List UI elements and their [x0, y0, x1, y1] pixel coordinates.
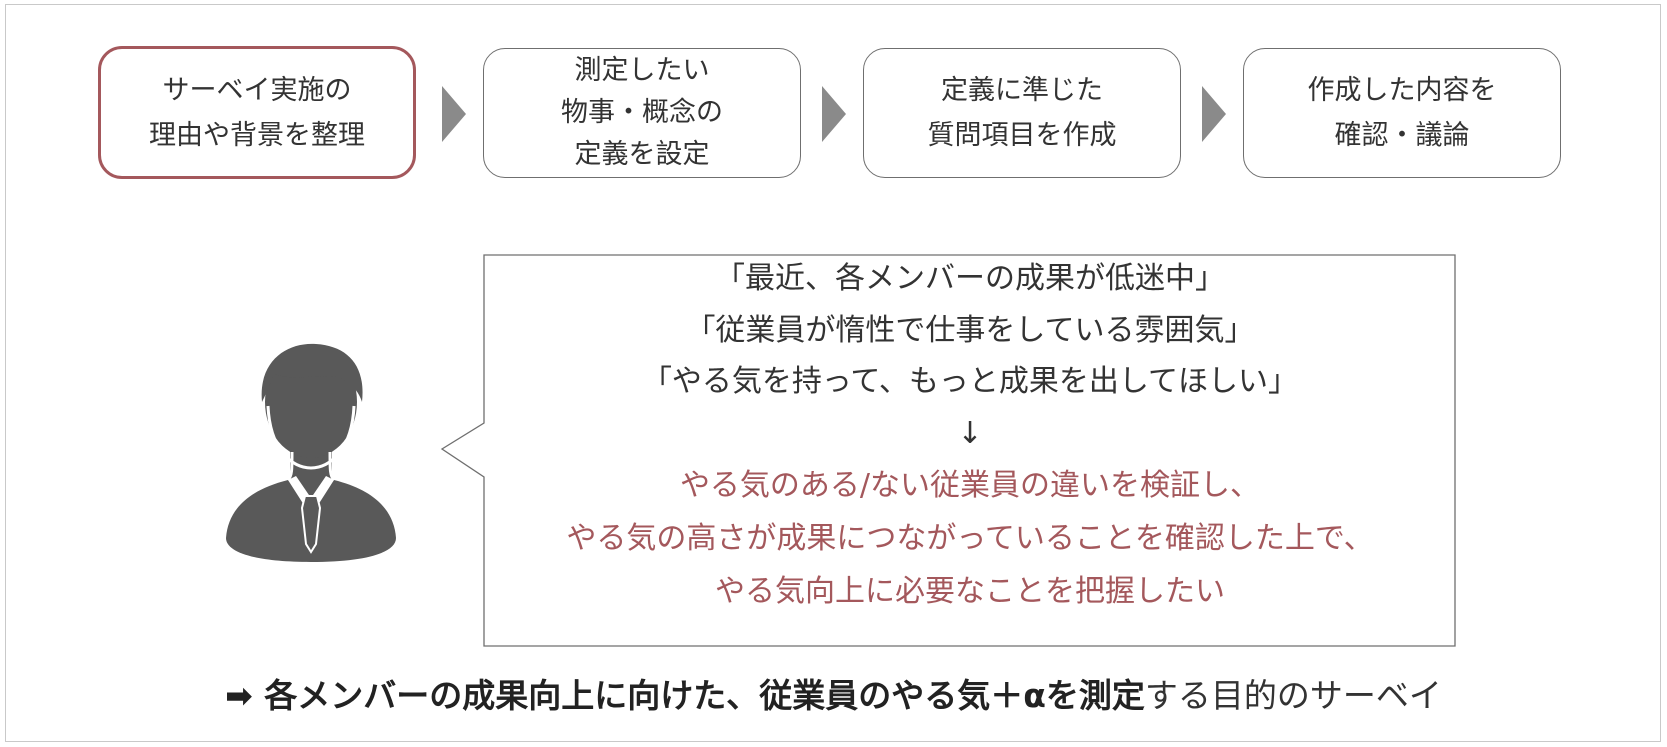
step-define-concept: 測定したい 物事・概念の 定義を設定 — [483, 48, 801, 178]
step-create-questions: 定義に準じた 質問項目を作成 — [863, 48, 1181, 178]
step-2-line-2: 物事・概念の — [561, 97, 723, 128]
triangle-right-icon — [822, 86, 846, 142]
step-1-line-1: サーベイ実施の — [162, 74, 352, 106]
businessman-silhouette-icon — [226, 343, 396, 562]
speech-bubble-content: 「最近、各メンバーの成果が低迷中」 「従業員が惰性で仕事をしている雰囲気」 「や… — [485, 253, 1455, 638]
quote-line-1: 「最近、各メンバーの成果が低迷中」 — [715, 261, 1225, 296]
purpose-line-1: やる気のある/ない従業員の違いを検証し、 — [679, 468, 1261, 503]
step-2-line-1: 測定したい — [574, 55, 710, 86]
down-arrow: ↓ — [957, 415, 983, 451]
step-1-line-2: 理由や背景を整理 — [149, 119, 365, 151]
purpose-line-3: やる気向上に必要なことを把握したい — [715, 574, 1225, 609]
step-organize-background: サーベイ実施の 理由や背景を整理 — [98, 46, 416, 179]
conclusion-normal: する目的のサーベイ — [1144, 676, 1442, 715]
step-review-discuss: 作成した内容を 確認・議論 — [1243, 48, 1561, 178]
step-4-line-1: 作成した内容を — [1307, 75, 1497, 106]
conclusion-statement: ➡ 各メンバーの成果向上に向けた、従業員のやる気＋αを測定する目的のサーベイ — [0, 674, 1667, 718]
slide-frame — [5, 4, 1661, 742]
conclusion-bold: ➡ 各メンバーの成果向上に向けた、従業員のやる気＋αを測定 — [225, 676, 1145, 715]
triangle-right-icon — [442, 86, 466, 142]
purpose-line-2: やる気の高さが成果につながっていることを確認した上で、 — [566, 521, 1374, 556]
triangle-right-icon — [1202, 86, 1226, 142]
step-4-line-2: 確認・議論 — [1334, 120, 1470, 151]
step-3-line-1: 定義に準じた — [941, 75, 1103, 106]
step-3-line-2: 質問項目を作成 — [927, 120, 1117, 151]
quote-line-2: 「従業員が惰性で仕事をしている雰囲気」 — [685, 312, 1255, 348]
quote-line-3: 「やる気を持って、もっと成果を出してほしい」 — [641, 364, 1299, 399]
step-2-line-3: 定義を設定 — [574, 139, 710, 170]
